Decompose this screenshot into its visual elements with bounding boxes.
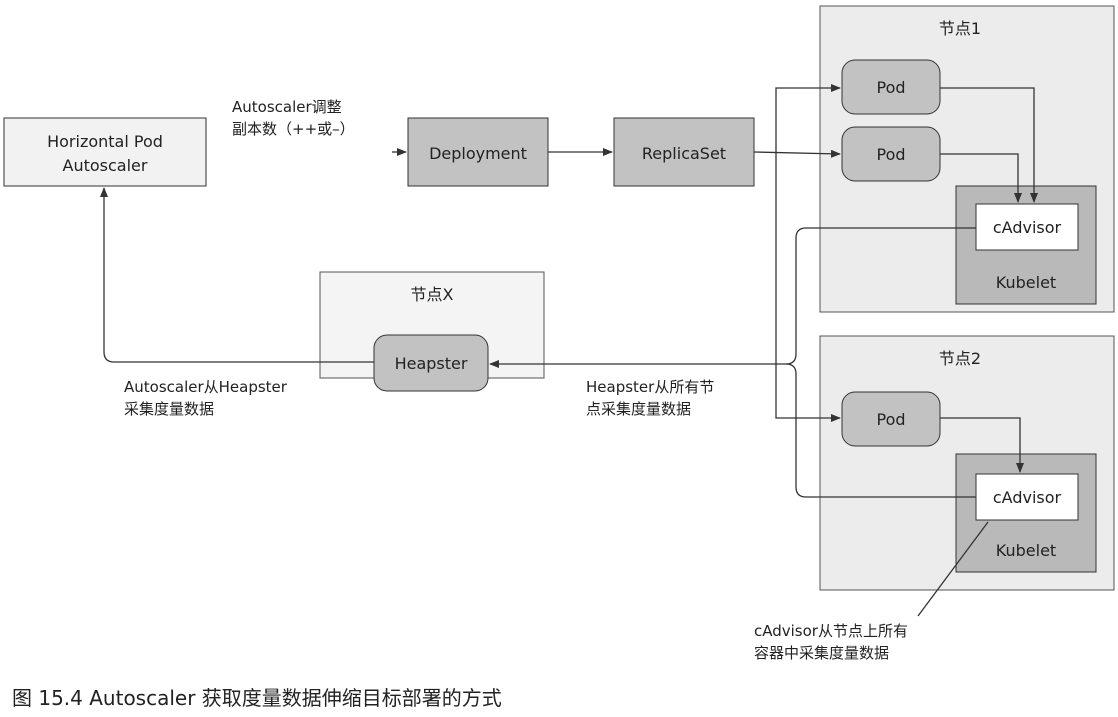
annotation-cadvisor-collect-line2: 容器中采集度量数据	[754, 644, 889, 662]
arrow-replicaset-pod-b	[753, 149, 841, 158]
hpa-box: Horizontal Pod Autoscaler	[3, 117, 207, 187]
hpa-label-line1: Horizontal Pod	[47, 132, 163, 151]
annotation-leader-line	[917, 521, 989, 617]
autoscaler-diagram: 节点1 节点2 节点X Kubelet cAdvisor Kubelet cAd…	[3, 5, 1115, 662]
cadvisor-label: cAdvisor	[993, 218, 1062, 237]
node2-title: 节点2	[939, 349, 981, 368]
annotation-heapster-collect-line1: Heapster从所有节	[586, 378, 714, 396]
kubelet-label: Kubelet	[996, 273, 1056, 292]
replicaset-box: ReplicaSet	[613, 117, 755, 187]
hpa-label-line2: Autoscaler	[63, 156, 148, 175]
annotation-adjust-line1: Autoscaler调整	[232, 98, 342, 116]
node1-title: 节点1	[939, 19, 981, 38]
deployment-box: Deployment	[407, 117, 549, 187]
figure-caption: 图 15.4 Autoscaler 获取度量数据伸缩目标部署的方式	[12, 686, 502, 710]
arrow-replicaset-pod-node2	[775, 152, 841, 422]
deployment-label: Deployment	[429, 144, 527, 163]
pod-node2: Pod	[841, 391, 941, 447]
annotation-hpa-collect-line2: 采集度量数据	[124, 400, 214, 418]
cadvisor-label: cAdvisor	[993, 488, 1062, 507]
pod-label: Pod	[876, 410, 905, 429]
arrow-pod-node2-cadvisor	[940, 417, 1024, 473]
annotation-hpa-collect-line1: Autoscaler从Heapster	[124, 378, 288, 396]
kubelet-label: Kubelet	[996, 541, 1056, 560]
arrow-pod-a-cadvisor	[940, 87, 1038, 203]
pod-label: Pod	[876, 145, 905, 164]
heapster-label: Heapster	[395, 354, 468, 373]
nodex-title: 节点X	[411, 285, 454, 304]
pod-node1-b: Pod	[841, 126, 941, 182]
arrow-replicaset-pod-a	[775, 84, 841, 152]
arrow-heapster-hpa	[100, 187, 374, 363]
heapster-box: Heapster	[373, 334, 489, 392]
arrow-pod-b-cadvisor	[940, 153, 1022, 203]
annotation-heapster-collect-line2: 点采集度量数据	[586, 400, 691, 418]
replicaset-label: ReplicaSet	[642, 144, 726, 163]
annotation-adjust-line2: 副本数（++或–）	[232, 120, 355, 138]
annotation-cadvisor-collect-line1: cAdvisor从节点上所有	[754, 622, 908, 640]
arrow-cadvisor1-heapster	[489, 227, 976, 368]
pod-label: Pod	[876, 78, 905, 97]
arrow-cadvisor2-heapster	[785, 363, 976, 498]
cadvisor-node1: cAdvisor	[975, 203, 1079, 251]
pod-node1-a: Pod	[841, 59, 941, 115]
cadvisor-node2: cAdvisor	[975, 473, 1079, 521]
arrows	[100, 84, 1038, 617]
